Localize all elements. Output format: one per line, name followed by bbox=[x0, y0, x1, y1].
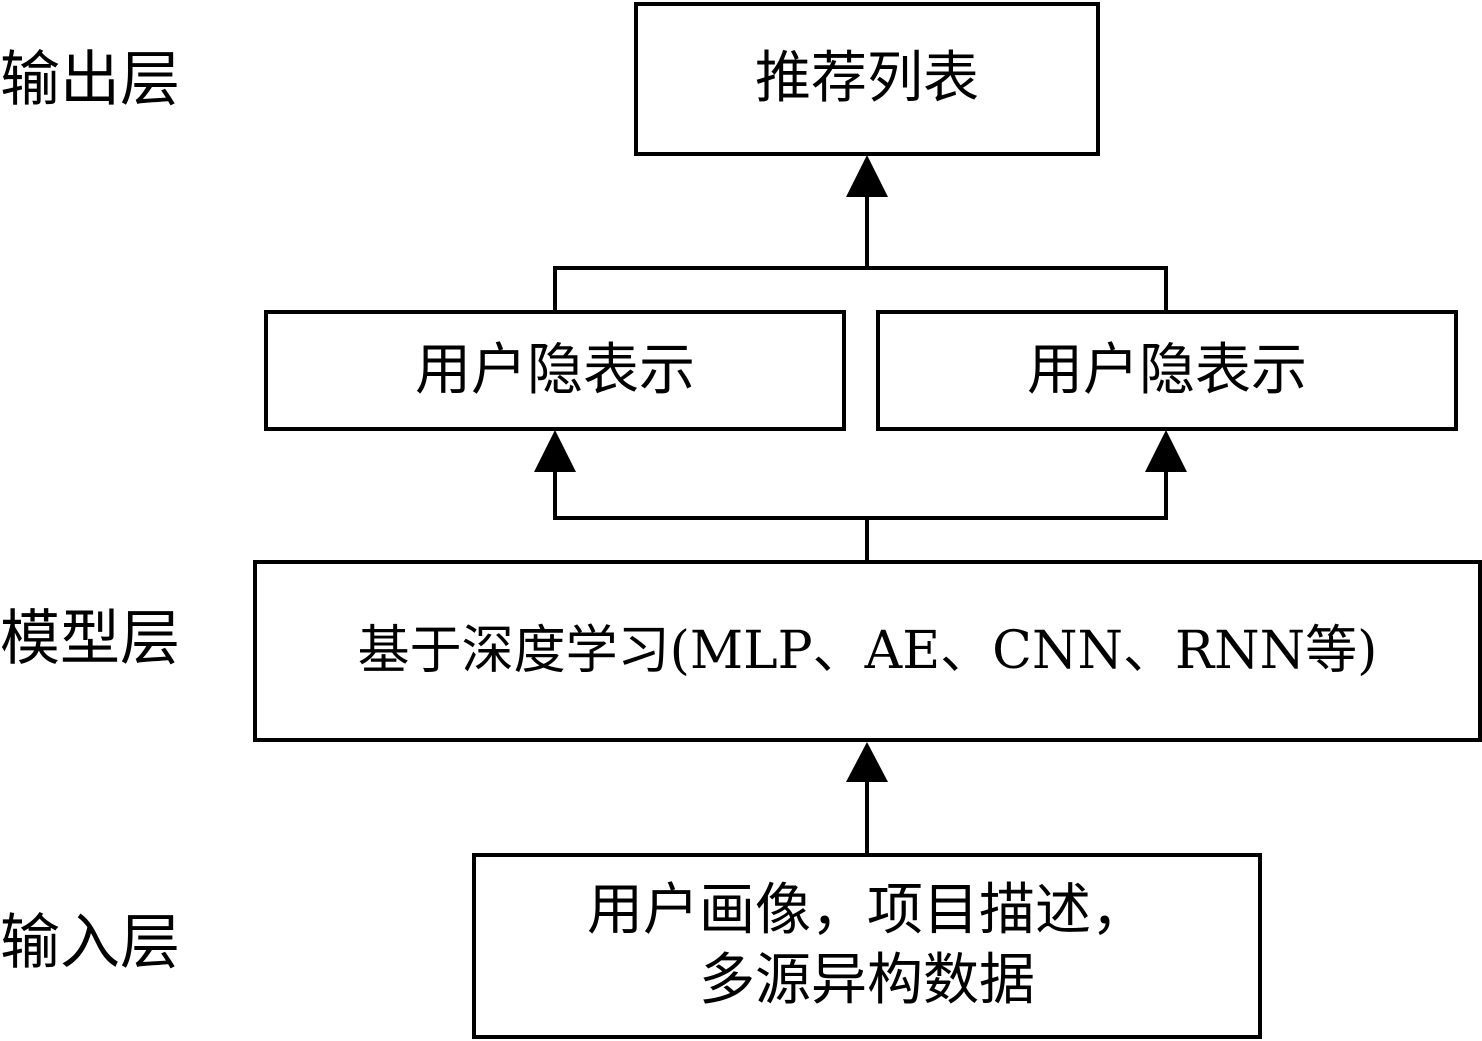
arrowhead-to-left-latent bbox=[534, 430, 576, 472]
arrowhead-to-right-latent bbox=[1145, 430, 1187, 472]
input-layer-label: 输入层 bbox=[0, 908, 180, 978]
recommendation-list-label: 推荐列表 bbox=[755, 46, 979, 111]
deep-learning-box: 基于深度学习(MLP、AE、CNN、RNN等) bbox=[253, 560, 1482, 742]
input-data-box: 用户画像，项目描述， 多源异构数据 bbox=[472, 853, 1262, 1039]
user-latent-box-right: 用户隐表示 bbox=[876, 310, 1458, 431]
user-latent-label-right: 用户隐表示 bbox=[1027, 337, 1307, 403]
model-layer-label: 模型层 bbox=[0, 604, 180, 674]
input-data-line1: 用户画像，项目描述， bbox=[587, 878, 1147, 943]
arrowhead-to-model bbox=[846, 742, 888, 782]
recommendation-list-box: 推荐列表 bbox=[634, 2, 1100, 156]
user-latent-label-left: 用户隐表示 bbox=[415, 337, 695, 403]
user-latent-box-left: 用户隐表示 bbox=[264, 310, 846, 431]
output-layer-label: 输出层 bbox=[0, 45, 180, 115]
arrowhead-to-output bbox=[846, 155, 888, 197]
deep-learning-label: 基于深度学习(MLP、AE、CNN、RNN等) bbox=[357, 621, 1378, 681]
input-data-line2: 多源异构数据 bbox=[699, 948, 1035, 1013]
